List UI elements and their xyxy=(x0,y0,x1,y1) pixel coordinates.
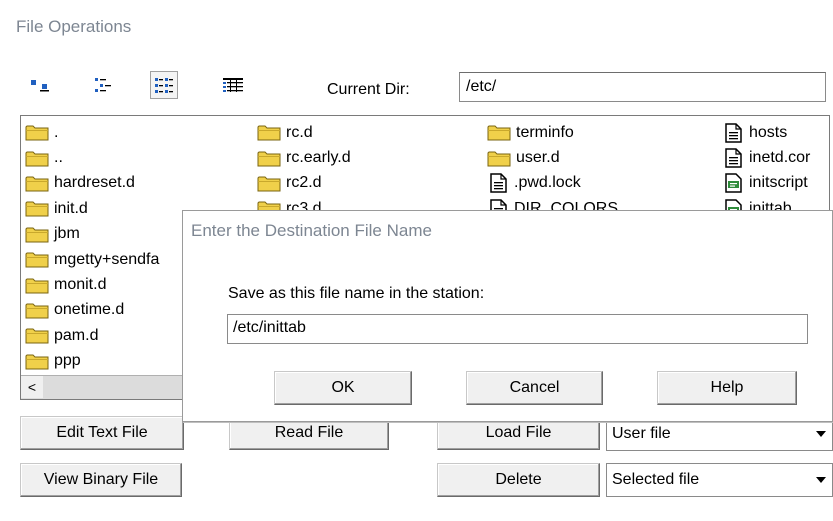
folder-icon xyxy=(25,125,49,141)
folder-icon xyxy=(257,151,281,167)
details-view-button[interactable] xyxy=(219,71,247,99)
file-name: mgetty+sendfa xyxy=(54,250,160,268)
script-file-icon xyxy=(725,173,742,194)
file-list-item[interactable]: .pwd.lock xyxy=(487,171,618,196)
small-icons-icon xyxy=(95,78,111,92)
file-name: jbm xyxy=(54,225,80,243)
file-list-item[interactable]: rc.early.d xyxy=(257,145,351,170)
edit-text-file-button[interactable]: Edit Text File xyxy=(20,416,184,450)
folder-icon xyxy=(487,151,511,167)
file-name: .. xyxy=(54,149,63,167)
destination-file-dialog: Enter the Destination File Name Save as … xyxy=(182,210,833,422)
file-list-item[interactable]: .. xyxy=(25,145,159,170)
large-icons-icon xyxy=(31,80,49,92)
file-list-item[interactable]: pam.d xyxy=(25,323,159,348)
folder-icon xyxy=(25,176,49,192)
file-name: pam.d xyxy=(54,326,99,344)
folder-icon xyxy=(25,303,49,319)
delete-button[interactable]: Delete xyxy=(437,463,600,497)
large-icons-button[interactable] xyxy=(26,71,54,99)
folder-icon xyxy=(25,354,49,370)
delete-target-value: Selected file xyxy=(612,471,700,488)
folder-icon xyxy=(25,201,49,217)
folder-icon xyxy=(25,328,49,344)
file-list-item[interactable]: user.d xyxy=(487,145,618,170)
file-list-item[interactable]: monit.d xyxy=(25,272,159,297)
folder-icon xyxy=(257,125,281,141)
file-list-item[interactable]: hardreset.d xyxy=(25,171,159,196)
file-name: onetime.d xyxy=(54,301,125,319)
dialog-prompt: Save as this file name in the station: xyxy=(228,285,485,302)
scroll-left-arrow[interactable]: < xyxy=(21,376,43,398)
file-name: user.d xyxy=(516,149,560,167)
file-list-item[interactable]: jbm xyxy=(25,222,159,247)
window-title: File Operations xyxy=(16,17,132,36)
chevron-down-icon[interactable] xyxy=(810,418,832,450)
text-file-icon xyxy=(490,173,507,194)
folder-icon xyxy=(25,252,49,268)
destination-filename-input[interactable]: /etc/inittab xyxy=(227,314,808,344)
small-icons-button[interactable] xyxy=(89,71,117,99)
file-column-1: ... hardreset.d init.d jbm mgetty+sendfa moni… xyxy=(25,120,159,374)
folder-icon xyxy=(25,278,49,294)
file-name: init.d xyxy=(54,199,88,217)
file-list-item[interactable]: rc2.d xyxy=(257,171,351,196)
file-name: monit.d xyxy=(54,276,107,294)
file-list-item[interactable]: init.d xyxy=(25,196,159,221)
file-name: terminfo xyxy=(516,123,574,141)
file-list-item[interactable]: rc.d xyxy=(257,120,351,145)
cancel-button[interactable]: Cancel xyxy=(466,371,603,405)
list-view-button[interactable] xyxy=(150,71,178,99)
folder-icon xyxy=(25,227,49,243)
chevron-down-icon[interactable] xyxy=(810,464,832,496)
file-list-item[interactable]: ppp xyxy=(25,349,159,374)
folder-icon xyxy=(487,125,511,141)
file-list-item[interactable]: . xyxy=(25,120,159,145)
current-dir-label: Current Dir: xyxy=(327,81,410,98)
file-name: inetd.cor xyxy=(749,149,811,167)
file-list-item[interactable]: onetime.d xyxy=(25,298,159,323)
folder-icon xyxy=(257,176,281,192)
view-binary-file-button[interactable]: View Binary File xyxy=(20,463,182,497)
file-list-item[interactable]: initscript xyxy=(722,171,810,196)
text-file-icon xyxy=(725,148,742,168)
file-name: rc.early.d xyxy=(286,149,351,167)
file-name: ppp xyxy=(54,352,81,370)
file-name: .pwd.lock xyxy=(514,174,581,192)
ok-button[interactable]: OK xyxy=(274,371,412,405)
help-button[interactable]: Help xyxy=(657,371,797,405)
details-view-icon xyxy=(223,78,243,92)
file-list-item[interactable]: terminfo xyxy=(487,120,618,145)
file-name: . xyxy=(54,123,59,141)
folder-icon xyxy=(25,151,49,167)
file-list-item[interactable]: inetd.cor xyxy=(722,145,810,170)
file-name: rc.d xyxy=(286,123,313,141)
current-dir-input[interactable]: /etc/ xyxy=(459,72,826,102)
file-list-item[interactable]: hosts xyxy=(722,120,810,145)
file-name: initscript xyxy=(749,174,808,192)
list-view-icon xyxy=(155,78,173,93)
file-name: rc2.d xyxy=(286,174,322,192)
file-list-item[interactable]: mgetty+sendfa xyxy=(25,247,159,272)
text-file-icon xyxy=(725,122,742,143)
file-name: hardreset.d xyxy=(54,174,135,192)
load-target-select[interactable]: User file xyxy=(606,417,833,451)
delete-target-select[interactable]: Selected file xyxy=(606,463,833,497)
dialog-title: Enter the Destination File Name xyxy=(191,221,432,240)
load-target-value: User file xyxy=(612,425,671,442)
file-name: hosts xyxy=(749,123,788,141)
